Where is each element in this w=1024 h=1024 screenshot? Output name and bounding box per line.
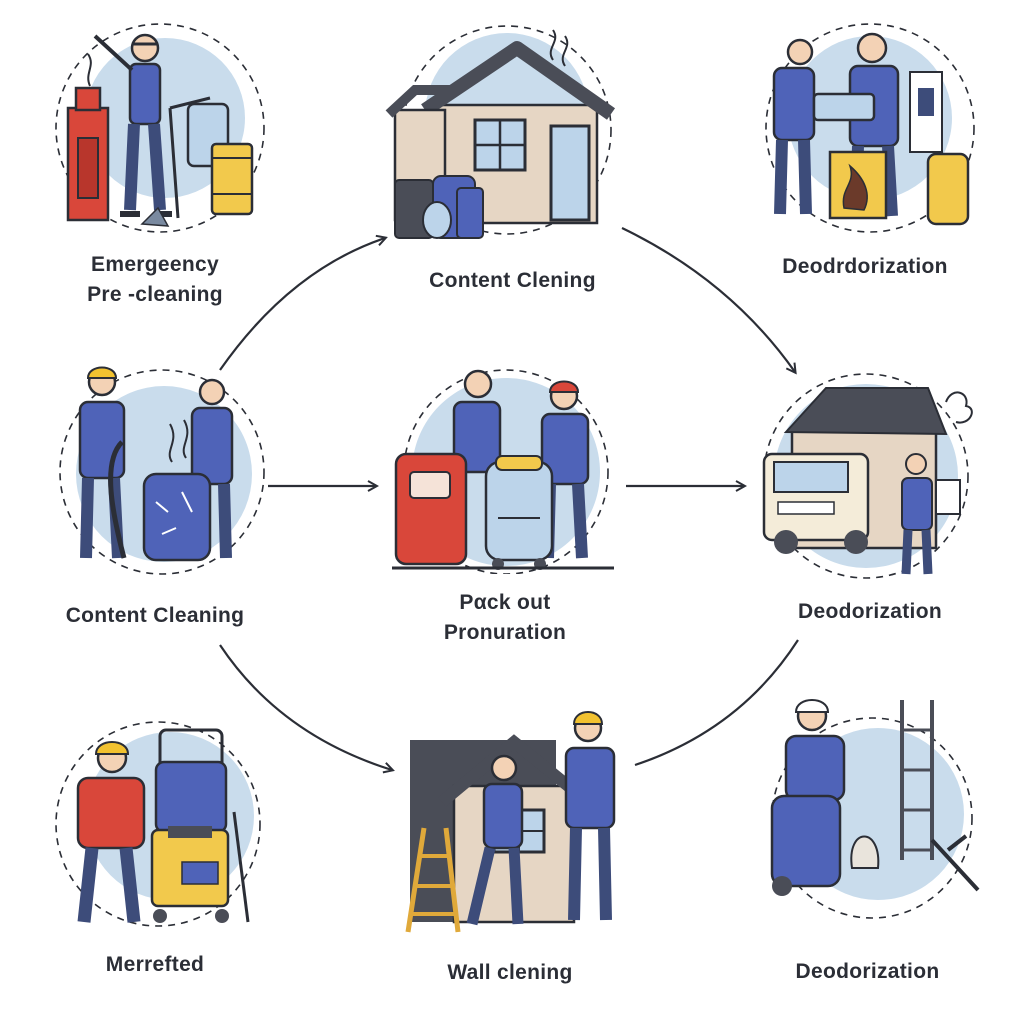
step-label-line: Pronuration: [443, 621, 567, 644]
step-label-wall-clening: Wall clening: [400, 958, 620, 988]
workers-smoke-container-icon: [59, 366, 265, 575]
vacuum-machine-worker-icon: [55, 23, 265, 233]
step-label-line: Wall clening: [447, 961, 573, 984]
worker-scrubber-ladder-icon: [770, 699, 980, 919]
step-label-line: Deodrdorization: [782, 255, 948, 278]
workers-house-ladder-icon: [405, 711, 616, 933]
arrow-emergency-to-content: [219, 238, 385, 371]
step-label-line: Merrefted: [105, 953, 205, 976]
step-label-line: Content Cleaning: [65, 604, 245, 627]
step-label-content-clening: Content Clening: [400, 266, 625, 296]
step-label-line: Deodorization: [795, 960, 940, 983]
step-label-line: Content Clening: [429, 269, 596, 292]
house-with-containers-icon: [385, 25, 616, 239]
step-label-line: Pαck out: [459, 591, 551, 614]
step-label-pack-out-pronuration: Pαck out Pronuration: [400, 588, 610, 648]
workers-luggage-icon: [392, 369, 614, 574]
truck-house-smoke-icon: [762, 373, 973, 579]
step-label-deodrdorization: Deodrdorization: [760, 252, 970, 282]
step-label-deodorization-tools: Deodorization: [760, 957, 975, 987]
step-label-merrefted: Merrefted: [50, 950, 260, 980]
arrow-left-to-bottom: [219, 644, 392, 770]
worker-cleaning-cart-icon: [55, 721, 261, 927]
step-label-line: Deodorization: [798, 600, 942, 623]
arrow-bottom-to-right: [634, 639, 799, 767]
step-label-line: Emergeency: [91, 253, 219, 276]
step-label-line: Pre -cleaning: [87, 283, 223, 306]
step-label-emergency-pre-cleaning: Emergeency Pre -cleaning: [55, 250, 255, 310]
arrow-content-to-deodrdorization: [621, 227, 795, 372]
step-label-deodorization-truck: Deodorization: [765, 597, 975, 627]
workers-ozone-machine-icon: [765, 23, 975, 233]
step-label-content-cleaning: Content Cleaning: [45, 601, 265, 631]
